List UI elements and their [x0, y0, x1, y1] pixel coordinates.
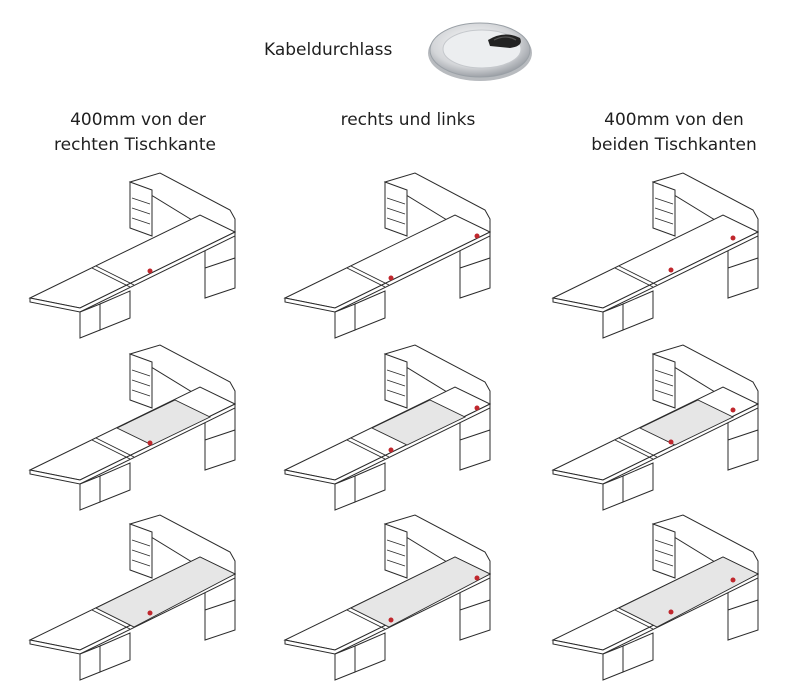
grommet-dot — [147, 610, 153, 616]
column-1-heading-line1: 400mm von der — [70, 110, 206, 130]
grommet-dot — [730, 577, 736, 583]
desk-r3-c3 — [552, 514, 759, 681]
desk-r1-c1 — [29, 172, 236, 339]
column-3-heading-line1: 400mm von den — [604, 110, 744, 130]
cable-grommet-image — [428, 22, 532, 81]
column-2-heading: rechts und links — [341, 110, 476, 130]
grommet-dot — [668, 267, 674, 273]
desk-r2-c1 — [29, 344, 236, 511]
grommet-dot — [388, 447, 394, 453]
cable-grommet-label: Kabeldurchlass — [264, 40, 393, 60]
desk-r2-c2 — [284, 344, 491, 511]
desk-r3-c2 — [284, 514, 491, 681]
desk-r1-c3 — [552, 172, 759, 339]
grommet-dot — [388, 275, 394, 281]
desk-r2-c3 — [552, 344, 759, 511]
grommet-dot — [474, 405, 480, 411]
grommet-dot — [730, 407, 736, 413]
grommet-dot — [668, 609, 674, 615]
grommet-dot — [474, 233, 480, 239]
grommet-dot — [388, 617, 394, 623]
grommet-dot — [474, 575, 480, 581]
grommet-dot — [147, 440, 153, 446]
grommet-dot — [147, 268, 153, 274]
column-3-heading-line2: beiden Tischkanten — [591, 135, 757, 155]
desk-r1-c2 — [284, 172, 491, 339]
grommet-dot — [730, 235, 736, 241]
desk-r3-c1 — [29, 514, 236, 681]
column-1-heading-line2: rechten Tischkante — [54, 135, 216, 155]
grommet-dot — [668, 439, 674, 445]
